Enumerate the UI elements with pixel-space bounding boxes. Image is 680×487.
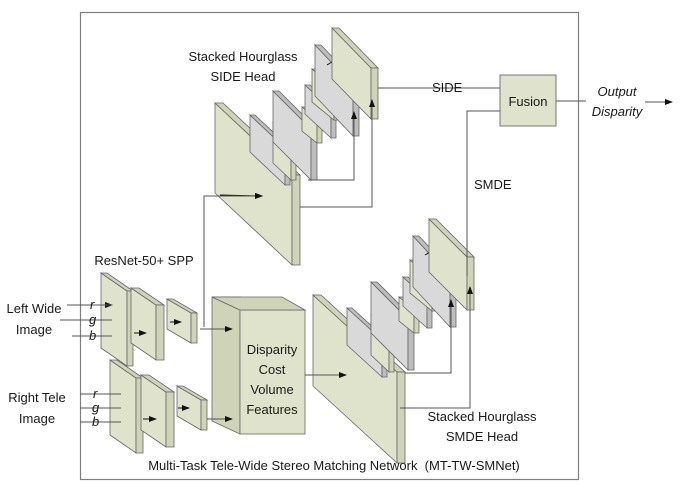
output-label-2: Disparity xyxy=(592,104,644,119)
left-channel-g: g xyxy=(89,312,97,327)
right-channel-g: g xyxy=(92,400,100,415)
backbone-right-layer-1 xyxy=(108,359,145,454)
backbone-right-layer-3 xyxy=(175,385,209,431)
left-channel-b: b xyxy=(89,328,96,343)
backbone-label: ResNet-50+ SPP xyxy=(94,253,193,268)
smde-head-layer-8 xyxy=(428,218,475,311)
left-input-label-2: Image xyxy=(16,322,52,337)
network-frame xyxy=(79,11,580,481)
cost-volume-label-2: Cost xyxy=(259,362,286,377)
smde-head-label-2: SMDE Head xyxy=(446,429,518,444)
right-channel-b: b xyxy=(92,414,99,429)
fusion-label: Fusion xyxy=(508,94,547,109)
output-label-1: Output xyxy=(597,84,637,99)
cost-volume-label-1: Disparity xyxy=(247,342,298,357)
side-head-label-1: Stacked Hourglass xyxy=(188,49,298,64)
backbone-left-layer-1 xyxy=(99,272,135,367)
right-channel-r: r xyxy=(93,386,98,401)
cost-volume-label-3: Volume xyxy=(250,382,293,397)
backbone-left-layer-2 xyxy=(129,287,166,361)
left-input-label-1: Left Wide xyxy=(7,301,62,316)
left-channel-r: r xyxy=(90,297,95,312)
connections xyxy=(60,87,673,423)
fusion-block xyxy=(499,74,557,127)
right-input-label-2: Image xyxy=(19,411,55,426)
cost-volume-block xyxy=(211,296,307,435)
smde-head-label-1: Stacked Hourglass xyxy=(427,409,537,424)
cost-volume-label-4: Features xyxy=(246,402,298,417)
smde-output-label: SMDE xyxy=(474,177,512,192)
backbone-left-layer-3 xyxy=(165,298,199,344)
cost-volume-front xyxy=(239,309,306,435)
side-head-label-2: SIDE Head xyxy=(210,69,275,84)
backbone-right-layer-2 xyxy=(139,374,176,448)
network-title: Multi-Task Tele-Wide Stereo Matching Net… xyxy=(148,458,520,473)
side-output-label: SIDE xyxy=(432,80,463,95)
right-input-label-1: Right Tele xyxy=(8,390,66,405)
